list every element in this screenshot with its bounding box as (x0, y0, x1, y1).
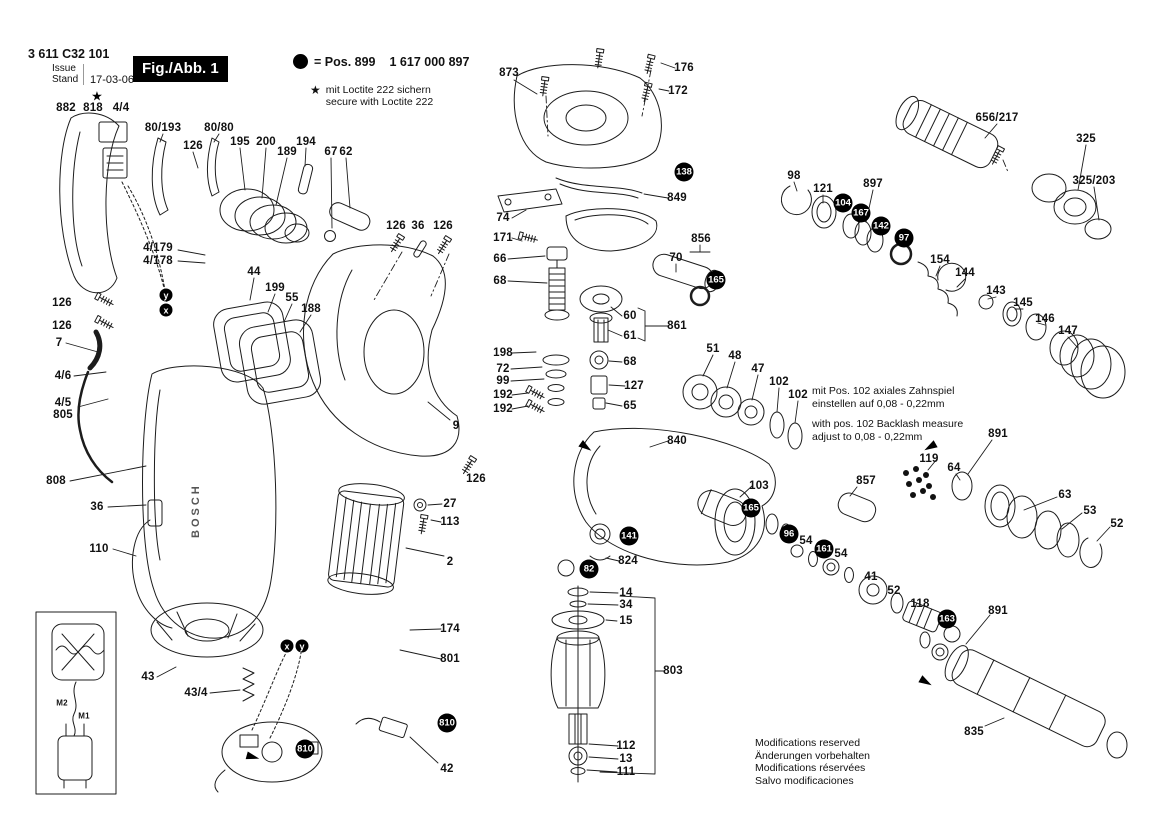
legend-part-number: 1 617 000 897 (389, 55, 470, 69)
backlash-note: mit Pos. 102 axiales Zahnspiel einstelle… (812, 385, 963, 444)
backlash-note-de1: mit Pos. 102 axiales Zahnspiel (812, 385, 955, 397)
type-number: 3 611 C32 101 (28, 47, 110, 61)
figure-badge: Fig./Abb. 1 (133, 56, 228, 82)
pos-899-dot-icon (293, 54, 308, 69)
bosch-logo: BOSCH (190, 483, 202, 538)
loctite-star-icon: ★ (310, 83, 321, 97)
issue-label: Issue Stand (52, 63, 85, 85)
loctite-note-text: mit Loctite 222 sichern secure with Loct… (326, 84, 433, 108)
backlash-note-en2: adjust to 0,08 - 0,22mm (812, 431, 923, 443)
modifications-line: Salvo modificaciones (755, 774, 854, 787)
loctite-note: ★ mit Loctite 222 sichern secure with Lo… (310, 84, 433, 108)
issue-label-line2: Stand (52, 73, 79, 85)
loctite-note-de: mit Loctite 222 sichern (325, 84, 431, 96)
modifications-line: Modifications reserved (755, 737, 861, 749)
backlash-note-en1: with pos. 102 Backlash measure (812, 418, 964, 430)
modifications-line: Änderungen vorbehalten (755, 749, 871, 762)
backlash-note-de2: einstellen auf 0,08 - 0,22mm (812, 398, 945, 410)
loctite-note-en: secure with Loctite 222 (325, 96, 434, 108)
modifications-line: Modifications réservées (755, 762, 866, 774)
issue-date: 17-03-06 (90, 74, 135, 86)
issue-label-line1: Issue (52, 63, 76, 74)
legend-pos-row: = Pos. 899 1 617 000 897 (314, 55, 469, 69)
legend-equals-pos: = Pos. 899 (314, 55, 376, 69)
